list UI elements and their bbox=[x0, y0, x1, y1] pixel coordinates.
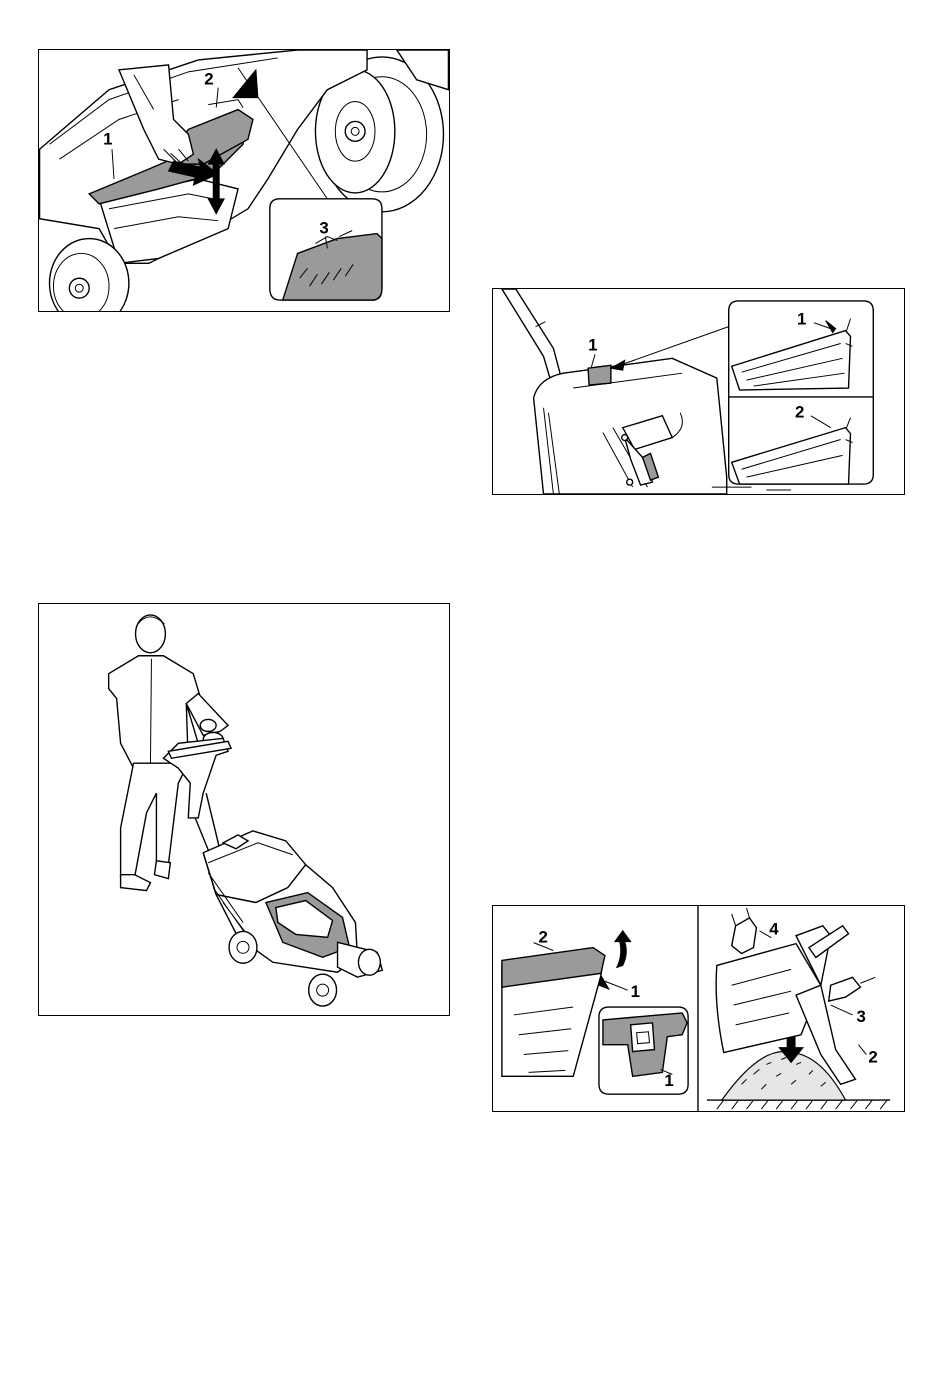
operator-illustration bbox=[39, 604, 449, 1015]
height-adjustment-illustration: 1 2 3 bbox=[39, 50, 449, 311]
callout-right-3: 3 bbox=[856, 1007, 865, 1026]
callout-2: 2 bbox=[204, 70, 213, 89]
callout-inset-1: 1 bbox=[797, 310, 806, 329]
mower bbox=[203, 831, 382, 1006]
callout-1: 1 bbox=[103, 129, 112, 148]
callout-left-2: 2 bbox=[539, 928, 548, 947]
lift-arrow bbox=[615, 931, 631, 968]
grass-box-indicator-illustration: 1 1 2 bbox=[493, 289, 904, 494]
figure-emptying-grass-box: 2 1 1 bbox=[492, 905, 905, 1112]
callout-left-1: 1 bbox=[631, 982, 640, 1001]
figure-operator bbox=[38, 603, 450, 1016]
figure-height-adjustment: 1 2 3 bbox=[38, 49, 450, 312]
callout-left-inset-1: 1 bbox=[664, 1071, 673, 1090]
callout-right-4: 4 bbox=[769, 920, 779, 939]
callout-inset-2: 2 bbox=[795, 403, 804, 422]
figure-grass-box-indicator: 1 1 2 bbox=[492, 288, 905, 495]
callout-1: 1 bbox=[588, 335, 597, 354]
callout-3: 3 bbox=[319, 219, 328, 238]
emptying-illustration: 2 1 1 bbox=[493, 906, 904, 1111]
panel-lid-release bbox=[502, 931, 688, 1094]
callout-right-2: 2 bbox=[868, 1047, 877, 1066]
